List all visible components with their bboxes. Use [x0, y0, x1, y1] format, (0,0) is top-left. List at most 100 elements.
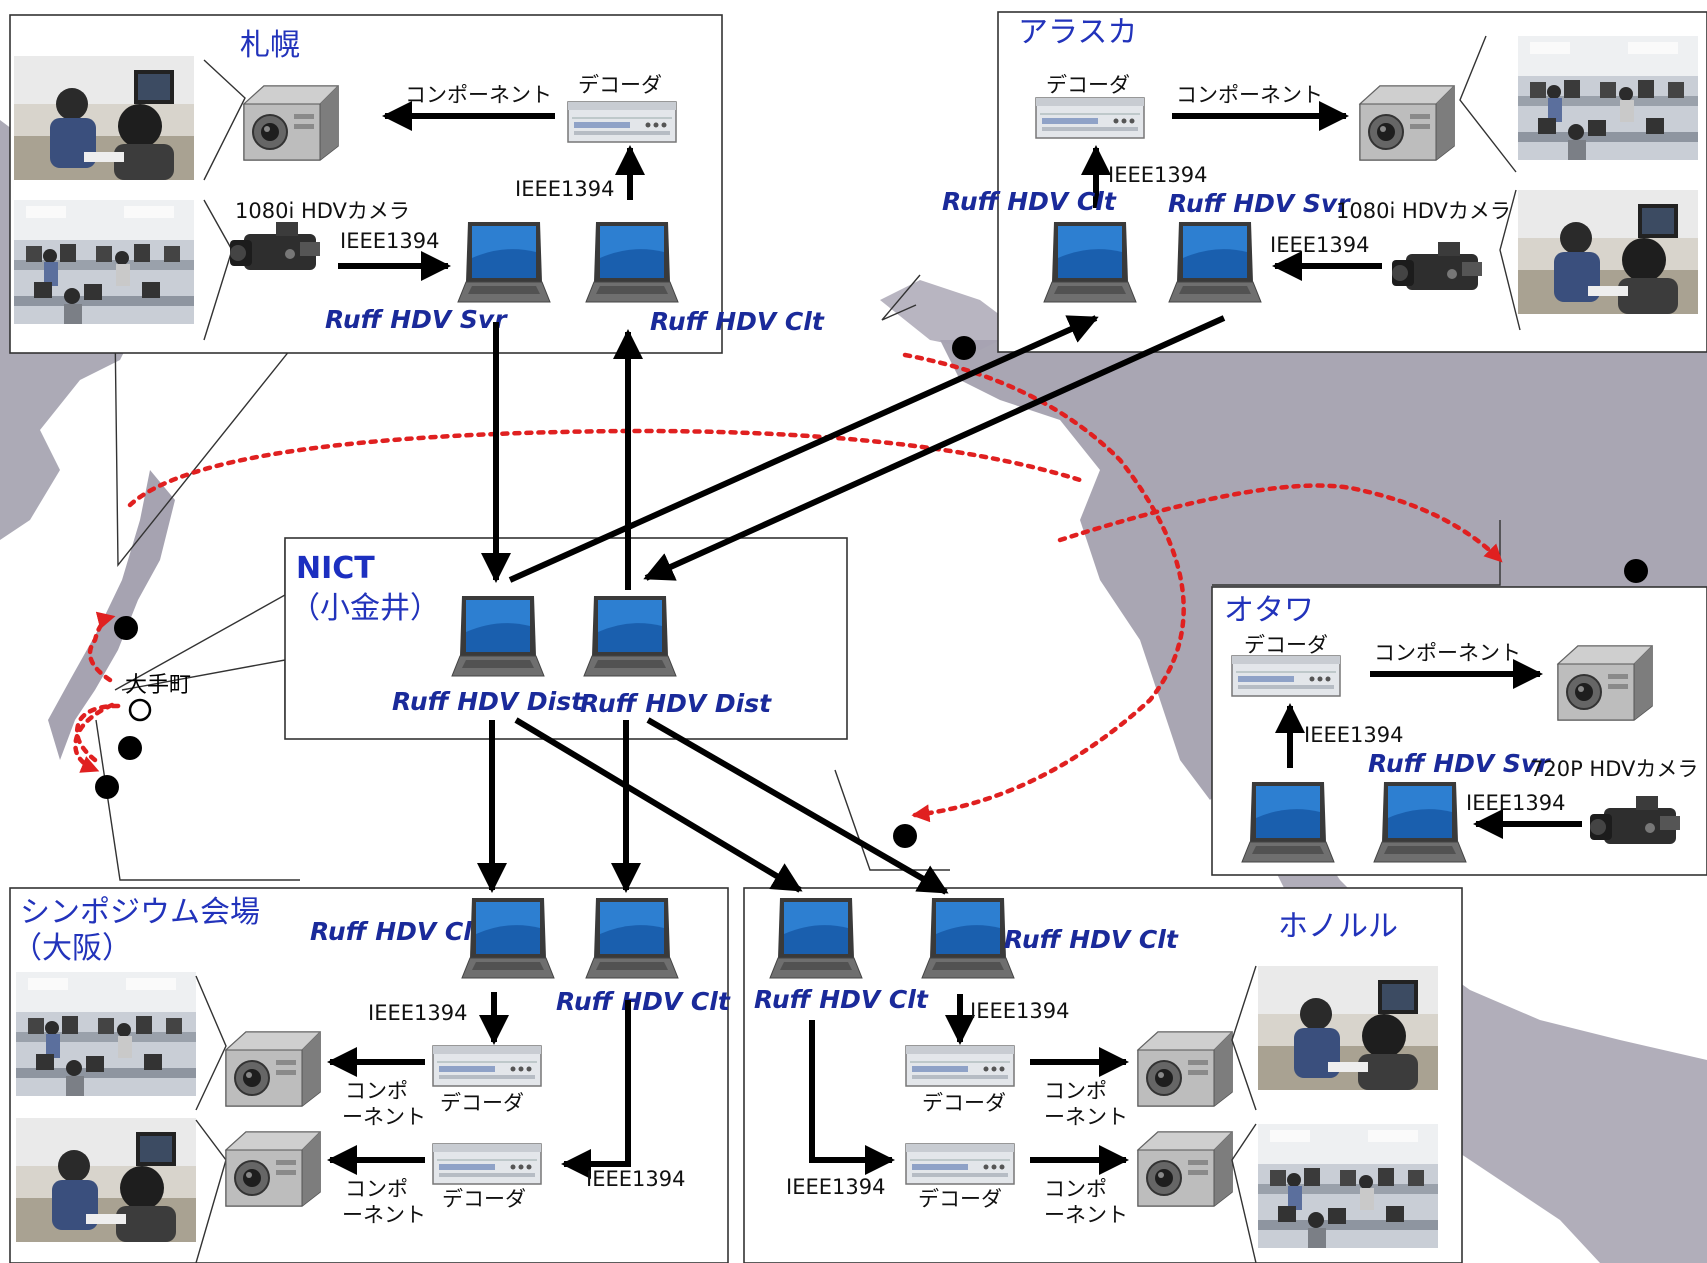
laptop-icon	[451, 595, 545, 677]
ieee-label: IEEE1394	[786, 1175, 885, 1199]
photo-icon	[1518, 190, 1698, 314]
photo-icon	[14, 56, 194, 180]
ieee-label: IEEE1394	[1466, 791, 1565, 815]
laptop-icon	[583, 595, 677, 677]
flow-arrows	[477, 315, 1226, 895]
software-label: Ruff HDV Dist	[580, 689, 772, 718]
software-label: Ruff HDV Clt	[754, 985, 929, 1014]
software-label: Ruff HDV Svr	[1168, 189, 1351, 218]
decoder-icon	[567, 101, 677, 143]
map-north-america-west	[1250, 760, 1707, 1263]
ieee-label: IEEE1394	[586, 1167, 685, 1191]
photo-icon	[16, 972, 196, 1096]
laptop-icon	[1168, 221, 1262, 303]
site-title-alaska: アラスカ	[1018, 15, 1137, 50]
decoder-icon	[1035, 97, 1145, 139]
software-label: Ruff HDV Clt	[942, 187, 1117, 216]
decoder-icon	[432, 1045, 542, 1087]
site-subtitle-nict: （小金井）	[290, 591, 440, 626]
site-title-osaka: シンポジウム会場	[20, 895, 260, 930]
endpoint-otemachi	[128, 698, 152, 722]
site-title-nict: NICT	[296, 551, 375, 586]
laptop-icon	[585, 221, 679, 303]
software-label: Ruff HDV Dist	[392, 687, 584, 716]
component-label: コンポーネント	[405, 83, 552, 107]
software-label: Ruff HDV Clt	[556, 987, 731, 1016]
ieee-label: IEEE1394	[970, 999, 1069, 1023]
decoder-label: デコーダ	[1046, 73, 1130, 97]
decoder-icon	[432, 1143, 542, 1185]
software-label: Ruff HDV Clt	[1004, 925, 1179, 954]
camera-label: 720P HDVカメラ	[1530, 757, 1698, 781]
software-label: Ruff HDV Clt	[310, 917, 485, 946]
laptop-icon	[457, 221, 551, 303]
component-label: コンポ	[345, 1079, 408, 1103]
laptop-icon	[921, 897, 1015, 979]
component-label: コンポ	[345, 1177, 408, 1201]
projector-icon	[225, 1031, 321, 1107]
endpoint-alaska	[952, 336, 976, 360]
endpoint-nict	[118, 736, 142, 760]
ieee-label: IEEE1394	[368, 1001, 467, 1025]
endpoint-osaka	[95, 775, 119, 799]
decoder-label: デコーダ	[578, 73, 662, 97]
projector-icon	[1359, 85, 1455, 161]
ieee-label: IEEE1394	[1108, 163, 1207, 187]
component-label: ーネント	[1044, 1105, 1128, 1129]
component-label: コンポーネント	[1374, 641, 1521, 665]
endpoint-ottawa	[1624, 559, 1648, 583]
laptop-icon	[585, 897, 679, 979]
decoder-label: デコーダ	[1244, 633, 1328, 657]
ieee-label: IEEE1394	[1270, 233, 1369, 257]
component-label: コンポ	[1044, 1177, 1107, 1201]
decoder-label: デコーダ	[440, 1091, 524, 1115]
panel-osaka: シンポジウム会場 （大阪） Ruff HDV Clt Ruff HDV Clt …	[9, 887, 731, 1263]
ieee-label: IEEE1394	[340, 229, 439, 253]
decoder-label: デコーダ	[442, 1187, 526, 1211]
component-label: ーネント	[1044, 1203, 1128, 1227]
projector-icon	[1137, 1131, 1233, 1207]
software-label: Ruff HDV Clt	[650, 307, 825, 336]
site-title-honolulu: ホノルル	[1278, 909, 1398, 944]
laptop-icon	[461, 897, 555, 979]
laptop-icon	[1043, 221, 1137, 303]
component-label: コンポ	[1044, 1079, 1107, 1103]
endpoint-honolulu	[893, 824, 917, 848]
projector-icon	[243, 85, 339, 161]
software-label: Ruff HDV Svr	[325, 305, 508, 334]
camera-label: 1080i HDVカメラ	[1336, 199, 1511, 223]
site-title-ottawa: オタワ	[1224, 593, 1314, 628]
laptop-icon	[769, 897, 863, 979]
site-label-otemachi: 大手町	[125, 673, 191, 698]
photo-icon	[16, 1118, 196, 1242]
photo-icon	[1518, 36, 1698, 160]
photo-icon	[1258, 1124, 1438, 1248]
panel-ottawa: オタワ デコーダ コンポーネント IEEE1394 Ruff HDV Svr 7…	[1211, 586, 1707, 876]
endpoint-dots	[95, 336, 1648, 848]
laptop-icon	[1241, 781, 1335, 863]
component-label: ーネント	[342, 1203, 426, 1227]
site-title-sapporo: 札幌	[240, 28, 300, 63]
decoder-label: デコーダ	[922, 1091, 1006, 1115]
decoder-icon	[1231, 655, 1341, 697]
map-north-america	[940, 320, 1707, 800]
map-alaska-region	[880, 280, 1020, 350]
laptop-icon	[1373, 781, 1467, 863]
software-label: Ruff HDV Svr	[1368, 749, 1551, 778]
projector-icon	[1557, 645, 1653, 721]
site-subtitle-osaka: （大阪）	[12, 931, 132, 966]
panel-honolulu: ホノルル Ruff HDV Clt Ruff HDV Clt IEEE1394 …	[743, 887, 1463, 1263]
route-paths	[73, 352, 1503, 823]
endpoint-sapporo	[114, 616, 138, 640]
panel-sapporo: 札幌 デコーダ コンポーネント IEEE1394 1080i HDVカメラ IE…	[9, 14, 825, 354]
projector-icon	[225, 1131, 321, 1207]
projector-icon	[1137, 1031, 1233, 1107]
photo-icon	[14, 200, 194, 324]
ieee-label: IEEE1394	[515, 177, 614, 201]
component-label: ーネント	[342, 1105, 426, 1129]
photo-icon	[1258, 966, 1438, 1090]
decoder-icon	[905, 1143, 1015, 1185]
panel-nict: NICT （小金井） Ruff HDV Dist Ruff HDV Dist	[284, 537, 848, 740]
decoder-label: デコーダ	[918, 1187, 1002, 1211]
